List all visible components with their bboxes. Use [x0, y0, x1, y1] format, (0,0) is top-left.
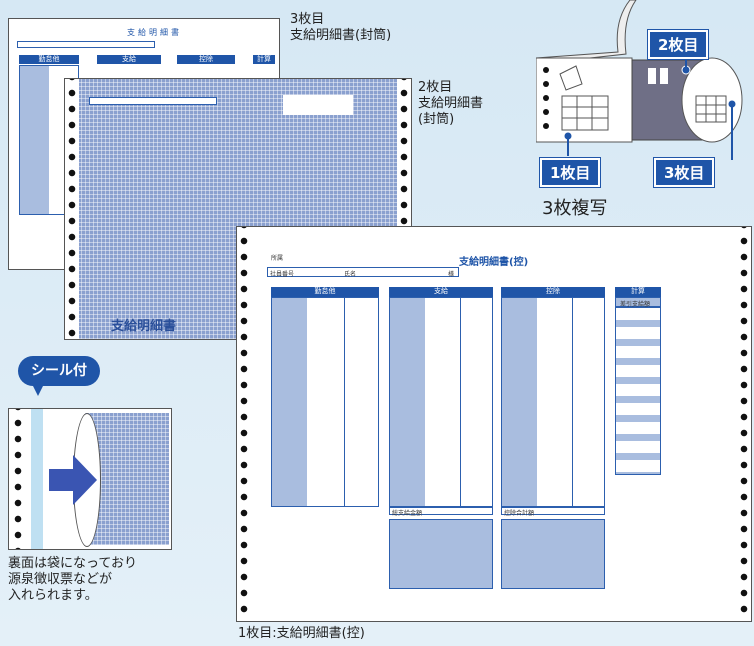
payment-grid: [389, 297, 493, 507]
deduction-grid: [501, 297, 605, 507]
sheet3-header-3: 控除: [177, 55, 235, 64]
sheet2-caption: 2枚目 支給明細書 (封筒): [418, 80, 484, 127]
sheet3-caption: 3枚目 支給明細書(封筒): [290, 12, 392, 43]
form-name-row: 社員番号 氏名 様: [267, 267, 459, 278]
sheet2-blank-area: [283, 95, 353, 115]
form-title: 支給明細書(控): [459, 257, 529, 268]
tag-sheet-1: 1枚目: [540, 158, 601, 187]
sheet3-header-1: 勤怠他: [19, 55, 79, 64]
attendance-grid: [271, 297, 379, 507]
insert-arrow-icon: [49, 455, 97, 505]
sheet-1-control: 所属 支給明細書(控) 社員番号 氏名 様 勤怠他 支給 総支給金額 控除 控除…: [236, 226, 752, 622]
calc-first-row: 差引支給額: [615, 297, 661, 308]
sheet3-title: 支給明細書: [127, 28, 182, 37]
header-payment: 支給: [389, 287, 493, 297]
emp-no-label: 社員番号: [270, 271, 295, 278]
payment-lower-shade: [389, 519, 493, 589]
sheet3-name-field: [17, 41, 155, 48]
tag-sheet-2: 2枚目: [648, 30, 709, 59]
deduction-shade: [501, 297, 537, 507]
seal-note: 裏面は袋になっており 源泉徴収票などが 入れられます。: [8, 556, 137, 603]
header-calculation: 計算: [615, 287, 661, 297]
deduction-lower-shade: [501, 519, 605, 589]
calc-first-label: 差引支給額: [620, 301, 651, 308]
header-deduction: 控除: [501, 287, 605, 297]
seal-feed-holes: [11, 409, 25, 549]
sheet1-caption: 1枚目:支給明細書(控): [238, 626, 365, 641]
form-dept-label: 所属: [271, 255, 284, 262]
payment-lower-box: [389, 519, 493, 589]
sheet2-name-field: [89, 97, 217, 105]
sheet1-feed-holes-right: [737, 227, 751, 621]
seal-inset: [8, 408, 172, 550]
sheet2-print-label: 支給明細書: [111, 319, 177, 334]
tag-sheet-3: 3枚目: [654, 158, 715, 187]
sheet2-feed-holes-left: [65, 79, 79, 339]
sheet3-column-shade: [19, 65, 49, 215]
total-deduct-row: 控除合計額: [501, 507, 605, 517]
seal-strip: [31, 409, 43, 549]
copies-caption: 3枚複写: [542, 198, 608, 219]
sheet3-header-4: 計算: [253, 55, 275, 64]
name-label: 氏名: [344, 271, 357, 278]
attendance-shade: [271, 297, 307, 507]
total-deduct-label: 控除合計額: [504, 510, 535, 517]
calc-column: [615, 307, 661, 475]
sheet1-feed-holes-left: [237, 227, 251, 621]
copy-diagram-svg: [535, 0, 743, 160]
honorific-label: 様: [448, 271, 455, 278]
seal-bubble: シール付: [18, 356, 100, 400]
header-attendance: 勤怠他: [271, 287, 379, 297]
total-pay-row: 総支給金額: [389, 507, 493, 517]
deduction-lower-box: [501, 519, 605, 589]
payment-shade: [389, 297, 425, 507]
total-pay-label: 総支給金額: [392, 510, 423, 517]
copy-diagram: 2枚目 1枚目 3枚目: [535, 0, 746, 190]
sheet3-header-2: 支給: [97, 55, 161, 64]
